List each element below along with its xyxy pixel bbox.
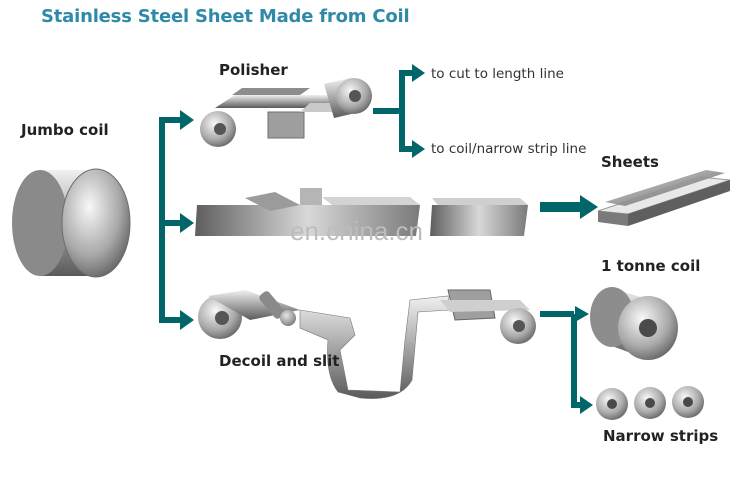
to-decoil-arrowhead: [180, 310, 194, 330]
sheets-image: [597, 170, 731, 226]
middle-line-image: [195, 188, 528, 236]
flow-arrows: [159, 64, 598, 414]
narrow-strips-image: [596, 386, 704, 420]
narrow-strips-label: Narrow strips: [603, 427, 719, 445]
to-one-tonne-arrowhead: [575, 306, 589, 322]
one-tonne-coil-image: [590, 287, 678, 360]
to-sheets-arrowhead: [580, 195, 598, 219]
to-cut-label: to cut to length line: [431, 66, 564, 82]
to-coil-label: to coil/narrow strip line: [431, 141, 587, 157]
polisher-label: Polisher: [219, 61, 288, 79]
decoil-slit-image: [198, 289, 536, 399]
jumbo-coil-label: Jumbo coil: [21, 121, 109, 139]
to-middle-arrowhead: [180, 213, 194, 233]
to-cut-arrowhead: [412, 64, 425, 82]
sheets-label: Sheets: [601, 153, 659, 171]
one-tonne-coil-label: 1 tonne coil: [601, 257, 701, 275]
to-polisher-arrowhead: [180, 110, 194, 130]
polisher-image: [200, 78, 372, 147]
to-narrow-arrowhead: [580, 396, 593, 414]
watermark: en.china.cn: [290, 216, 423, 246]
to-coil-arrowhead: [412, 140, 425, 158]
diagram-title: Stainless Steel Sheet Made from Coil: [41, 6, 410, 27]
decoil-slit-label: Decoil and slit: [219, 352, 340, 370]
jumbo-coil-image: [12, 168, 131, 278]
